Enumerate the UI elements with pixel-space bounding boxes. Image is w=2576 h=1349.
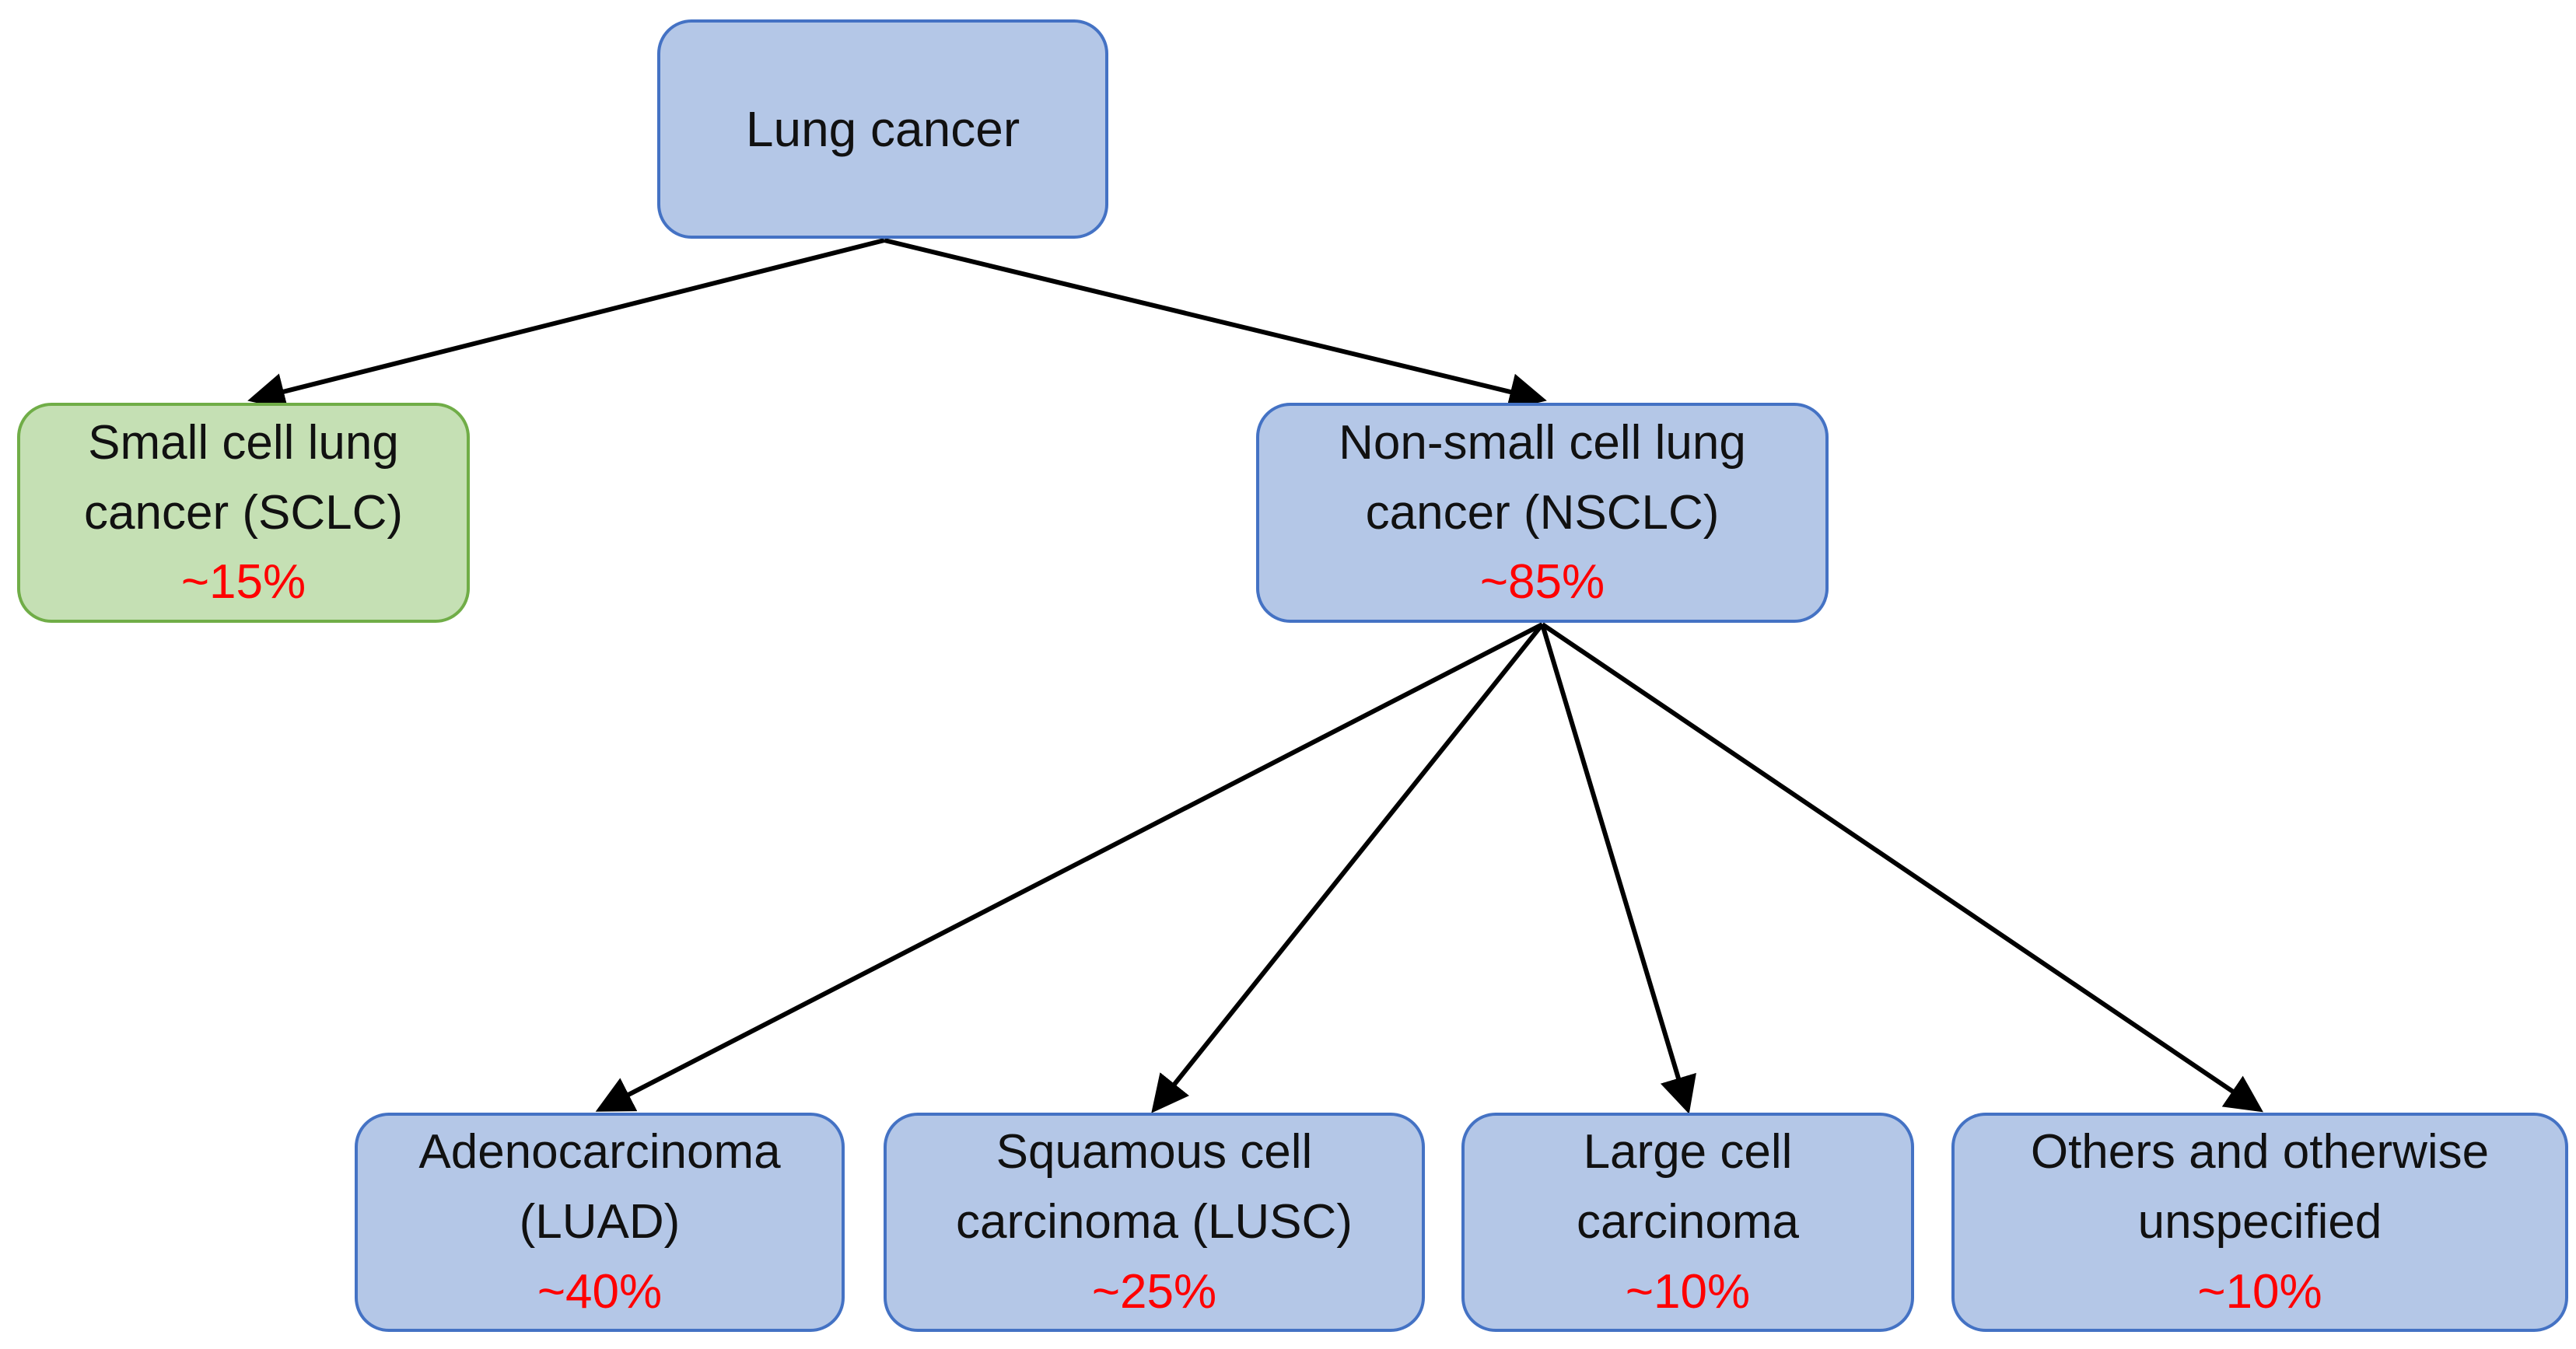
edge-root-to-nsclc [884, 238, 1547, 411]
edge-nsclc-to-large [1540, 624, 1696, 1114]
node-large-cell-carcinoma: Large cell carcinoma ~10% [1461, 1113, 1914, 1332]
node-sclc-percentage: ~15% [180, 555, 306, 610]
node-others-label-line-1: Others and otherwise [2030, 1125, 2490, 1180]
edge-nsclc-to-lusc [1151, 623, 1545, 1113]
node-adenocarcinoma: Adenocarcinoma (LUAD) ~40% [355, 1113, 845, 1332]
node-others-and-otherwise-unspecified: Others and otherwise unspecified ~10% [1951, 1113, 2568, 1332]
node-others-percentage: ~10% [2197, 1264, 2322, 1319]
edge-nsclc-to-luad [595, 622, 1544, 1112]
node-lusc-percentage: ~25% [1091, 1264, 1217, 1319]
node-luad-label-line-1: Adenocarcinoma [418, 1125, 781, 1180]
node-others-label-line-2: unspecified [2137, 1195, 2382, 1249]
node-large-label-line-1: Large cell [1583, 1125, 1793, 1180]
node-nsclc-label-line-1: Non-small cell lung [1339, 415, 1746, 470]
node-nsclc-percentage: ~85% [1479, 555, 1605, 610]
node-small-cell-lung-cancer: Small cell lung cancer (SCLC) ~15% [17, 403, 470, 623]
node-squamous-cell-carcinoma: Squamous cell carcinoma (LUSC) ~25% [884, 1113, 1425, 1332]
node-luad-label-line-2: (LUAD) [519, 1195, 681, 1249]
node-non-small-cell-lung-cancer: Non-small cell lung cancer (NSCLC) ~85% [1256, 403, 1829, 623]
node-lung-cancer: Lung cancer [657, 19, 1108, 239]
node-luad-percentage: ~40% [537, 1264, 663, 1319]
node-lung-cancer-label: Lung cancer [745, 100, 1020, 157]
edge-nsclc-to-others [1541, 622, 2263, 1113]
node-sclc-label-line-2: cancer (SCLC) [84, 485, 403, 540]
node-nsclc-label-line-2: cancer (NSCLC) [1365, 485, 1720, 540]
node-sclc-label-line-1: Small cell lung [88, 415, 399, 470]
node-lusc-label-line-2: carcinoma (LUSC) [956, 1195, 1353, 1249]
edge-root-to-sclc [247, 238, 885, 411]
node-large-percentage: ~10% [1625, 1264, 1751, 1319]
node-lusc-label-line-1: Squamous cell [996, 1125, 1313, 1180]
node-large-label-line-2: carcinoma [1577, 1195, 1799, 1249]
